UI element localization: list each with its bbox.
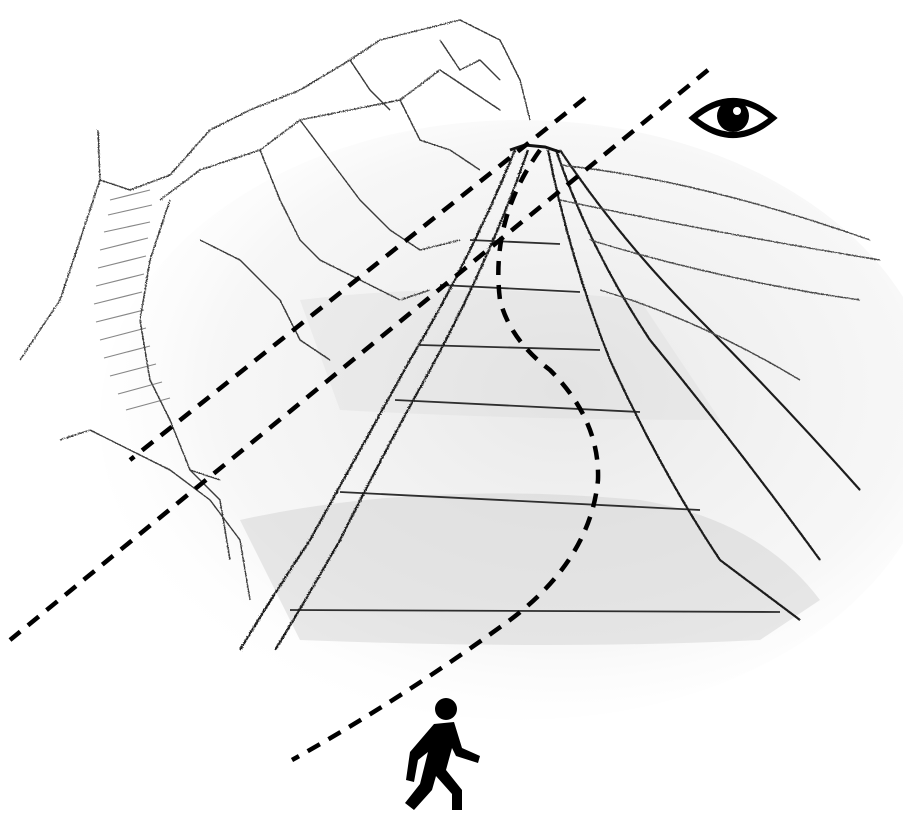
- eye-icon: [693, 100, 773, 135]
- shading: [100, 120, 903, 720]
